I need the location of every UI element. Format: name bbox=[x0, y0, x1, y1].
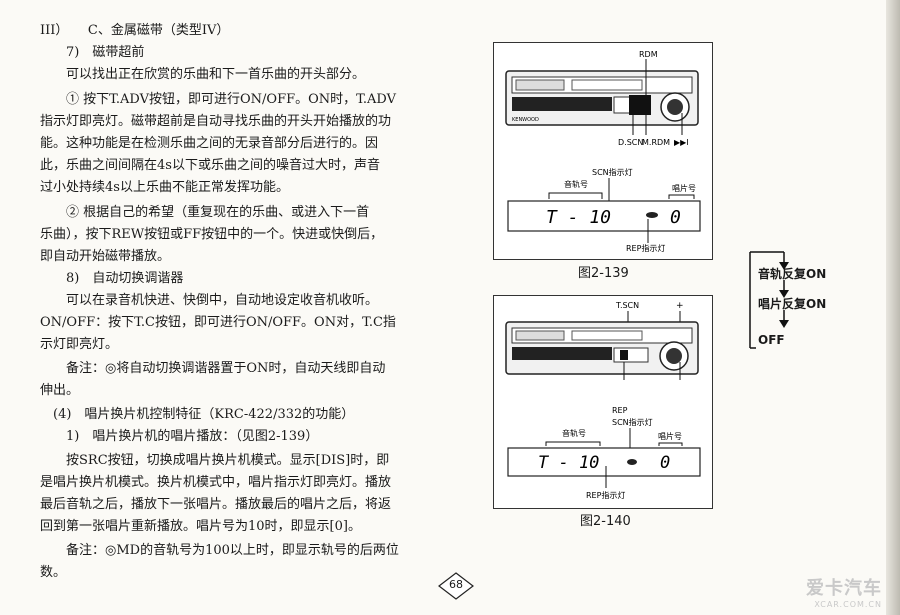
figure-140-drawing: T.SCN + REP SCN指示灯 音轨号 唱片号 T - 10 bbox=[505, 301, 701, 500]
text-line: ① 按下T.ADV按钮，即可进行ON/OFF。ON时，T.ADV bbox=[40, 92, 397, 107]
text-line: 7) 磁带超前 bbox=[40, 45, 145, 60]
flow-item-off: OFF bbox=[758, 333, 785, 347]
rdm-button-block bbox=[629, 95, 651, 115]
disc-bracket bbox=[658, 442, 683, 446]
rdm-label: RDM bbox=[639, 50, 658, 59]
track-bracket bbox=[545, 441, 601, 446]
flow-item-disc-repeat: 唱片反复ON bbox=[758, 297, 827, 311]
text-line: 可以在录音机快进、快倒中，自动地设定收音机收听。 bbox=[40, 293, 379, 308]
page-number: 68 bbox=[449, 578, 463, 591]
tape-slot bbox=[512, 97, 612, 111]
head-unit-display bbox=[571, 330, 643, 341]
track-no-label: 音轨号 bbox=[564, 179, 588, 189]
text-line: 示灯即亮灯。 bbox=[40, 337, 119, 352]
text-line: 最后音轨之后，播放下一张唱片。播放最后的唱片之后，将返 bbox=[40, 497, 392, 512]
text-line: 乐曲），按下REW按钮或FF按钮中的一个。快进或快倒后， bbox=[40, 227, 384, 242]
site-watermark: 爱卡汽车 XCAR.COM.CN bbox=[806, 574, 882, 609]
figure-139: KENWOOD RDM D.SCN M.RDM ▶▶I SCN指示灯 音轨号 唱… bbox=[493, 42, 713, 260]
tape-slot bbox=[512, 347, 612, 360]
diamond-shape bbox=[438, 572, 474, 600]
text-line: III） C、金属磁带（类型IV） bbox=[40, 23, 230, 38]
watermark-sub: XCAR.COM.CN bbox=[814, 600, 882, 609]
scn-indicator-label: SCN指示灯 bbox=[612, 417, 653, 427]
flow-item-track-repeat: 音轨反复ON bbox=[758, 267, 827, 281]
rep-indicator bbox=[627, 459, 637, 465]
flow-arrow-1 bbox=[779, 262, 789, 270]
text-line: 备注：◎MD的音轨号为100以上时，即显示轨号的后两位 bbox=[40, 543, 399, 558]
plus-label: + bbox=[676, 301, 684, 311]
mrdm-label: M.RDM bbox=[642, 138, 670, 147]
tscn-label: T.SCN bbox=[615, 301, 639, 310]
display-track: T - 10 bbox=[538, 453, 599, 473]
text-line: 数。 bbox=[40, 565, 67, 580]
text-line: 8) 自动切换调谐器 bbox=[40, 271, 184, 286]
dscn-label: D.SCN bbox=[618, 138, 643, 147]
flow-arrow-2 bbox=[779, 290, 789, 298]
rep-indicator bbox=[646, 212, 658, 218]
disc-bracket bbox=[668, 194, 695, 199]
text-line: 可以找出正在欣赏的乐曲和下一首乐曲的开头部分。 bbox=[40, 67, 366, 82]
watermark-main: 爱卡汽车 bbox=[806, 578, 882, 599]
figure-140-caption: 图2-140 bbox=[580, 514, 631, 529]
control-dial-center bbox=[667, 99, 683, 115]
page-number-diamond bbox=[438, 572, 474, 600]
lcd-display bbox=[507, 200, 701, 232]
track-bracket bbox=[548, 192, 603, 199]
rep-indicator-label: REP指示灯 bbox=[586, 490, 625, 500]
text-line: ② 根据自己的希望（重复现在的乐曲、或进入下一首 bbox=[40, 205, 370, 220]
text-line: 伸出。 bbox=[40, 383, 80, 398]
text-line: 过小处持续4s以上乐曲不能正常发挥功能。 bbox=[40, 180, 289, 195]
scn-indicator-label: SCN指示灯 bbox=[592, 167, 633, 177]
flow-arrow-3 bbox=[779, 320, 789, 328]
display-disc: 0 bbox=[660, 453, 670, 473]
button-cluster bbox=[613, 347, 649, 363]
text-line: 回到第一张唱片重新播放。唱片号为10时，即显示[0]。 bbox=[40, 519, 361, 534]
brand-label: KENWOOD bbox=[512, 117, 539, 123]
text-line: 备注：◎将自动切换调谐器置于ON时，自动天线即自动 bbox=[40, 361, 386, 376]
text-line: 指示灯即亮灯。磁带超前是自动寻找乐曲的开头开始播放的功 bbox=[40, 114, 392, 129]
display-disc: 0 bbox=[670, 207, 681, 228]
lcd-display bbox=[507, 447, 701, 477]
flow-lines bbox=[749, 251, 789, 349]
next-label: ▶▶I bbox=[674, 138, 689, 147]
text-line: 按SRC按钮，切换成唱片换片机模式。显示[DIS]时，即 bbox=[40, 453, 390, 468]
rep-indicator-label: REP指示灯 bbox=[626, 243, 665, 253]
track-no-label: 音轨号 bbox=[562, 428, 586, 438]
figure-139-caption: 图2-139 bbox=[578, 266, 629, 281]
head-unit-display bbox=[571, 79, 643, 91]
disc-no-label: 唱片号 bbox=[658, 431, 682, 441]
text-line: 1) 唱片换片机的唱片播放：（见图2-139） bbox=[40, 429, 319, 444]
text-line: (4) 唱片换片机控制特征（KRC-422/332的功能） bbox=[40, 407, 355, 422]
knob-area bbox=[515, 79, 565, 91]
disc-no-label: 唱片号 bbox=[672, 183, 696, 193]
text-line: 此，乐曲之间间隔在4s以下或乐曲之间的噪音过大时，声音 bbox=[40, 158, 380, 173]
page-number-badge: 68 bbox=[438, 572, 474, 600]
figure-139-drawing: KENWOOD RDM D.SCN M.RDM ▶▶I SCN指示灯 音轨号 唱… bbox=[505, 50, 701, 253]
rep-label: REP bbox=[612, 406, 628, 415]
text-line: 是唱片换片机模式。换片机模式中，唱片指示灯即亮灯。播放 bbox=[40, 475, 392, 490]
text-line: 即自动开始磁带播放。 bbox=[40, 249, 171, 264]
knob-area bbox=[515, 330, 565, 341]
text-line: 能。这种功能是在检测乐曲之间的无录音部分后进行的。因 bbox=[40, 136, 379, 151]
control-dial-center bbox=[666, 348, 682, 364]
display-track: T - 10 bbox=[546, 207, 611, 228]
text-line: ON/OFF：按下T.C按钮，即可进行ON/OFF。ON对，T.C指 bbox=[40, 315, 396, 330]
book-binding-edge bbox=[886, 0, 900, 615]
rep-button bbox=[620, 350, 628, 360]
figure-140: T.SCN + REP SCN指示灯 音轨号 唱片号 T - 10 bbox=[493, 295, 713, 509]
